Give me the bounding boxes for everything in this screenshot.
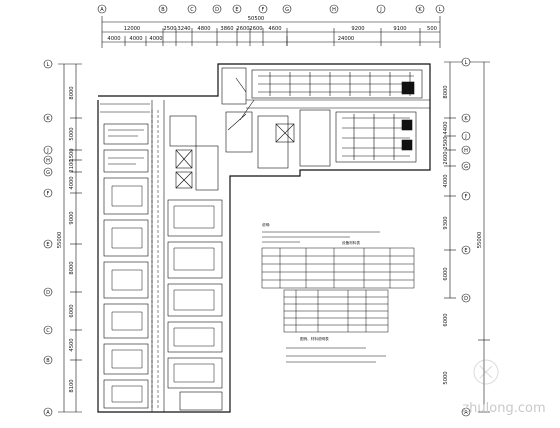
dim-label: 8100 [69, 379, 75, 392]
dim-label: 4600 [268, 26, 281, 32]
axis-label: B [161, 7, 165, 13]
overall-height-dim-right: 55000 [477, 232, 483, 249]
dim-label: 4000 [107, 36, 120, 42]
table1-title: 设备材料表 [342, 240, 360, 245]
axis-label: F [465, 194, 468, 200]
right-wing-rooms [221, 67, 430, 169]
dim-label: 8000 [69, 261, 75, 274]
dim-label: 4800 [197, 26, 210, 32]
left-dimension-chain [58, 63, 82, 413]
dim-label: 4400 [443, 121, 449, 134]
left-axis-bubbles [43, 59, 53, 417]
watermark-logo [473, 359, 499, 385]
watermark-text: zhulong.com [462, 401, 545, 416]
equipment-table [261, 247, 415, 289]
dim-label: 3240 [177, 26, 190, 32]
axis-label: D [215, 7, 219, 13]
left-wing-fixtures [100, 103, 215, 410]
dim-label: 3860 [220, 26, 233, 32]
dim-label: 8000 [443, 85, 449, 98]
left-wing-rooms [103, 100, 223, 412]
left-dim-labels: 8000 5000 1500 2100 4000 9000 8000 6000 … [69, 86, 75, 392]
top-dim-row1: 12000 2500 3240 4800 3860 2600 2600 4600… [124, 26, 437, 32]
right-wing-ductwork [227, 69, 423, 163]
dim-label: 2500 [163, 26, 176, 32]
dim-label: 6000 [443, 313, 449, 326]
dim-label: 8000 [69, 86, 75, 99]
dim-label: 4500 [69, 338, 75, 351]
axis-label: D [464, 296, 468, 302]
axis-label: H [464, 148, 468, 154]
dim-label: 9300 [443, 216, 449, 229]
dim-label: 9000 [69, 211, 75, 224]
axis-label: C [46, 328, 50, 334]
dim-label: 4000 [149, 36, 162, 42]
axis-label: J [46, 148, 48, 154]
dim-label: 5000 [443, 371, 449, 384]
right-dimension-chain [444, 61, 490, 413]
legend-table [283, 289, 389, 333]
axis-label: F [262, 7, 265, 13]
axis-label: G [46, 170, 50, 176]
axis-label: G [464, 164, 468, 170]
left-axis-labels: L K J H G F E D C B A [46, 62, 50, 416]
footnote-lines [286, 347, 386, 363]
axis-label: E [46, 242, 49, 248]
right-axis-bubbles [461, 57, 471, 417]
axis-label: K [464, 116, 468, 122]
top-dimension-chain [101, 16, 441, 48]
dim-label: 6000 [443, 267, 449, 280]
axis-label: H [332, 7, 336, 13]
dim-label: 4000 [443, 174, 449, 187]
axis-label: K [46, 116, 50, 122]
right-dim-labels: 8000 4400 2500 2600 4000 9300 6000 6000 … [443, 85, 449, 384]
notes-text-lines [262, 231, 380, 243]
building-outline [97, 63, 431, 413]
dim-label: 5000 [69, 127, 75, 140]
axis-label: L [47, 62, 50, 68]
table2-title: 图例、材料说明表 [300, 336, 329, 341]
dim-label: 2100 [69, 159, 75, 172]
axis-label: F [47, 191, 50, 197]
axis-label: H [46, 158, 50, 164]
axis-label: C [190, 7, 194, 13]
axis-label: L [439, 7, 442, 13]
dim-label: 500 [427, 26, 437, 32]
axis-label: J [379, 7, 381, 13]
axis-label: L [465, 60, 468, 66]
overall-height-dim-left: 55000 [57, 232, 63, 249]
dim-label: 6000 [69, 304, 75, 317]
axis-label: E [235, 7, 238, 13]
dim-label: 9100 [393, 26, 406, 32]
dim-label: 4000 [69, 176, 75, 189]
overall-width-dim: 50500 [248, 16, 265, 22]
axis-label: A [46, 410, 50, 416]
top-dim-row2: 4000 4000 4000 24000 [107, 36, 354, 42]
axis-label: D [46, 290, 50, 296]
dim-label: 12000 [124, 26, 141, 32]
dim-label: 9200 [351, 26, 364, 32]
axis-label: E [464, 248, 467, 254]
dim-label: 2600 [236, 26, 249, 32]
axis-label: J [464, 134, 466, 140]
right-axis-labels: L K J H G F E D A [464, 60, 468, 416]
dim-label: 2500 [443, 136, 449, 149]
axis-label: A [100, 7, 104, 13]
dim-label: 2600 [443, 151, 449, 164]
top-axis-bubbles [97, 4, 445, 14]
dim-label: 1500 [69, 148, 75, 161]
dim-label: 24000 [338, 36, 355, 42]
top-axis-labels: A B C D E F G H J K L [100, 7, 441, 13]
axis-label: A [464, 410, 468, 416]
axis-label: K [418, 7, 422, 13]
dim-label: 2600 [249, 26, 262, 32]
dim-label: 4000 [129, 36, 142, 42]
axis-label: G [285, 7, 289, 13]
notes-heading: 说明: [262, 222, 270, 227]
axis-label: B [46, 358, 50, 364]
